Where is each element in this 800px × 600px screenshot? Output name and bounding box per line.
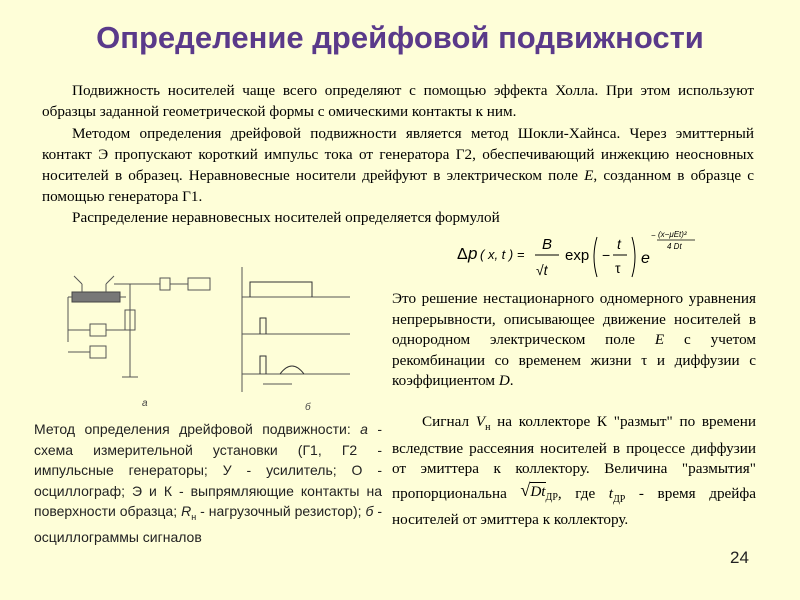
right-text-2a: Сигнал (422, 413, 476, 430)
formula-exponent-minus: − (651, 231, 656, 240)
trace-3-smeared-signal (279, 365, 305, 375)
formula-tau: τ (615, 260, 621, 276)
figure-label-b: б (305, 401, 311, 412)
formula-minus: − (602, 247, 610, 263)
drift-time-symbol: t (608, 484, 613, 502)
figure-caption: Метод определения дрейфовой подвижности:… (34, 419, 382, 548)
formula-exp: exp (565, 247, 589, 264)
formula-args: ( x, t ) = (480, 247, 525, 262)
sample-bar (71, 291, 121, 303)
formula-paren-left (593, 236, 598, 278)
figure-label-a: а (142, 398, 148, 409)
collector-probe (105, 275, 115, 285)
caption-text-2: - схема измерительной установки (Г1, Г2 … (34, 421, 382, 519)
signal-symbol: V (475, 413, 486, 430)
generator-g1 (89, 345, 107, 359)
sqrt-radicand: Dt (530, 481, 546, 500)
distribution-formula: Δ p ( x, t ) = B √t exp − t τ e − (x−μEt… (457, 230, 695, 278)
drift-time-subscript: ДР (612, 493, 626, 505)
caption-label-b: б (365, 503, 374, 519)
caption-label-a: а (360, 421, 368, 437)
trace-3-pulse (259, 355, 267, 374)
right-text-2c: , где (557, 484, 609, 502)
right-text-2b: на коллекторе К "размыт" по времени всле… (392, 413, 756, 502)
schematic-circuit (67, 275, 211, 378)
trace-1-pulse (249, 281, 313, 297)
formula-t: t (617, 236, 622, 252)
formula-exponent-den: 4 Dt (667, 242, 682, 251)
paragraph-shockley-haynes: Методом определения дрейфовой подвижност… (42, 123, 754, 207)
right-text-2d: - время дрейфа носителей от эмиттера к к… (392, 484, 756, 528)
formula-B: B (542, 236, 552, 253)
right-field-symbol: E (654, 331, 665, 348)
page-number: 24 (730, 548, 749, 567)
generator-g2 (89, 323, 107, 337)
caption-resistor-subscript: н (191, 511, 197, 522)
formula-p: p (467, 244, 477, 263)
amplifier (159, 277, 171, 291)
oscillograms (241, 267, 350, 392)
emitter-probe (73, 275, 83, 285)
caption-text-4: - осциллограммы сигналов (34, 503, 382, 546)
right-text-1b: с учетом рекомбинации со временем жизни … (392, 331, 756, 389)
caption-resistor-symbol: R (181, 503, 192, 519)
formula-exponent-num: (x−μEt)² (658, 230, 687, 239)
field-symbol: E (584, 167, 594, 184)
right-diffusion-symbol: D (498, 372, 510, 389)
right-text-1c: . (509, 372, 514, 389)
oscilloscope (187, 277, 211, 291)
formula-delta: Δ (457, 246, 468, 263)
figure-setup-and-oscillograms: а б (67, 267, 350, 412)
paragraph-distribution-text: Распределение неравновесных носителей оп… (72, 209, 500, 226)
caption-text-1: Метод определения дрейфовой подвижности: (34, 421, 361, 437)
sqrt-subscript: ДР (545, 491, 558, 503)
signal-subscript: н (485, 422, 491, 434)
formula-sqrt-t: √t (536, 262, 549, 278)
paragraph-hall-text: Подвижность носителей чаще всего определ… (42, 82, 754, 120)
paragraph-distribution: Распределение неравновесных носителей оп… (42, 207, 754, 228)
trace-2-pulse (259, 317, 267, 334)
paragraph-sh-text-2: , созданном в образце с помощью генерато… (42, 167, 754, 205)
paragraph-sh-text-1: Методом определения дрейфовой подвижност… (42, 125, 754, 184)
load-resistor (124, 309, 136, 331)
sqrt-expression: √DtДР (520, 479, 558, 503)
right-paragraph-solution: Это решение нестационарного одномерного … (392, 289, 756, 392)
caption-text-3: - нагрузочный резистор); (196, 503, 366, 519)
slide-title: Определение дрейфовой подвижности (96, 20, 704, 55)
right-paragraph-signal: Сигнал Vн на коллекторе К "размыт" по вр… (392, 412, 756, 530)
formula-paren-right (631, 236, 636, 278)
formula-e: e (641, 250, 650, 267)
right-text-1a: Это решение нестационарного одномерного … (392, 290, 756, 348)
paragraph-hall: Подвижность носителей чаще всего определ… (42, 80, 754, 122)
